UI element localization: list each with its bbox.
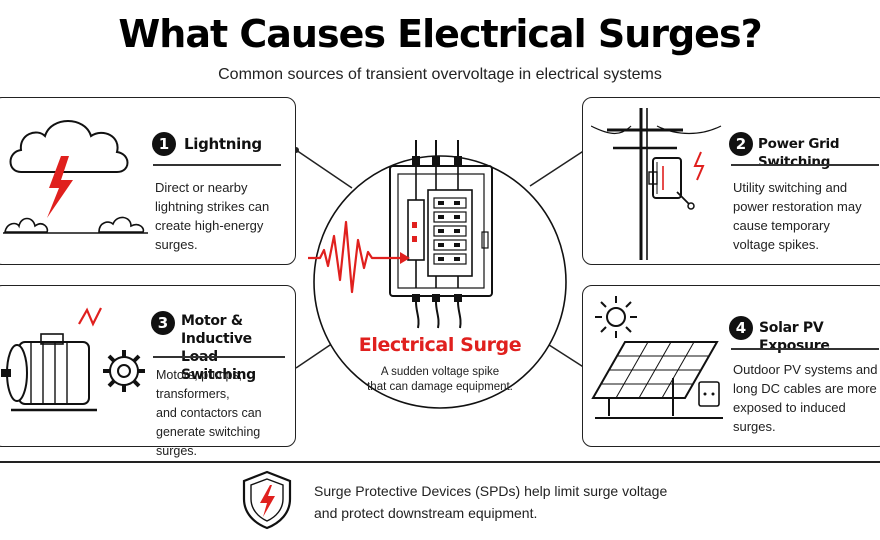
card-power-grid: 2 Power Grid Switching Utility switching… — [582, 97, 880, 265]
card-description: Outdoor PV systems and long DC cables ar… — [733, 360, 880, 436]
card-description: Utility switching and power restoration … — [733, 178, 862, 254]
card-divider — [731, 164, 879, 166]
card-title: Motor & Inductive Load Switching — [181, 312, 295, 384]
card-divider — [731, 348, 879, 350]
card-number: 3 — [151, 311, 175, 335]
card-number: 2 — [729, 132, 753, 156]
center-desc-line: A sudden voltage spike — [380, 366, 500, 378]
footer-line: Surge Protective Devices (SPDs) help lim… — [314, 483, 668, 499]
storm-cloud-icon — [3, 120, 148, 234]
card-title: Solar PV Exposure — [759, 320, 830, 354]
desc-line: Direct or nearby — [155, 180, 248, 195]
desc-line: and contactors can — [156, 406, 262, 420]
shield-bolt-icon — [242, 470, 292, 530]
sun-icon — [595, 296, 637, 338]
power-pole-icon — [591, 108, 722, 260]
center-desc-line: that can damage equipment. — [367, 381, 513, 393]
desc-line: long DC cables are more — [733, 381, 877, 396]
page-subtitle: Common sources of transient overvoltage … — [218, 66, 662, 83]
desc-line: cause temporary — [733, 218, 830, 233]
desc-line: exposed to induced surges. — [733, 400, 846, 434]
desc-line: Utility switching and — [733, 180, 848, 195]
desc-line: create high-energy surges. — [155, 218, 264, 252]
card-lightning: 1 Lightning Direct or nearby lightning s… — [0, 97, 296, 265]
center-description: A sudden voltage spike that can damage e… — [350, 365, 530, 395]
card-title-line: Motor & Inductive — [181, 313, 252, 347]
desc-line: Motors, pumps, transformers, — [156, 368, 243, 401]
surge-waveform — [308, 220, 404, 294]
desc-line: lightning strikes can — [155, 199, 270, 214]
solar-panel-icon — [591, 341, 723, 419]
center-title: Electrical Surge — [358, 334, 522, 356]
footer-note: Surge Protective Devices (SPDs) help lim… — [314, 480, 734, 524]
footer-divider — [0, 461, 880, 463]
footer-line: and protect downstream equipment. — [314, 505, 538, 521]
card-title: Power Grid Switching — [758, 136, 840, 170]
electric-motor-icon — [1, 307, 102, 412]
card-solar-pv: 4 Solar PV Exposure Outdoor PV systems a… — [582, 285, 880, 447]
card-motor-switching: 3 Motor & Inductive Load Switching Motor… — [0, 285, 296, 458]
card-divider — [153, 164, 281, 166]
desc-line: voltage spikes. — [733, 237, 819, 252]
gear-icon — [103, 350, 145, 392]
page-title: What Causes Electrical Surges? — [118, 12, 762, 56]
card-number: 1 — [152, 132, 176, 156]
card-description: Direct or nearby lightning strikes can c… — [155, 178, 295, 254]
desc-line: Outdoor PV systems and — [733, 362, 878, 377]
card-divider — [153, 356, 285, 358]
card-title: Lightning — [184, 135, 262, 153]
card-number: 4 — [729, 316, 753, 340]
card-description: Motors, pumps, transformers, and contact… — [156, 366, 295, 461]
electrical-panel-icon — [308, 140, 493, 329]
desc-line: generate switching surges. — [156, 425, 261, 458]
desc-line: power restoration may — [733, 199, 862, 214]
